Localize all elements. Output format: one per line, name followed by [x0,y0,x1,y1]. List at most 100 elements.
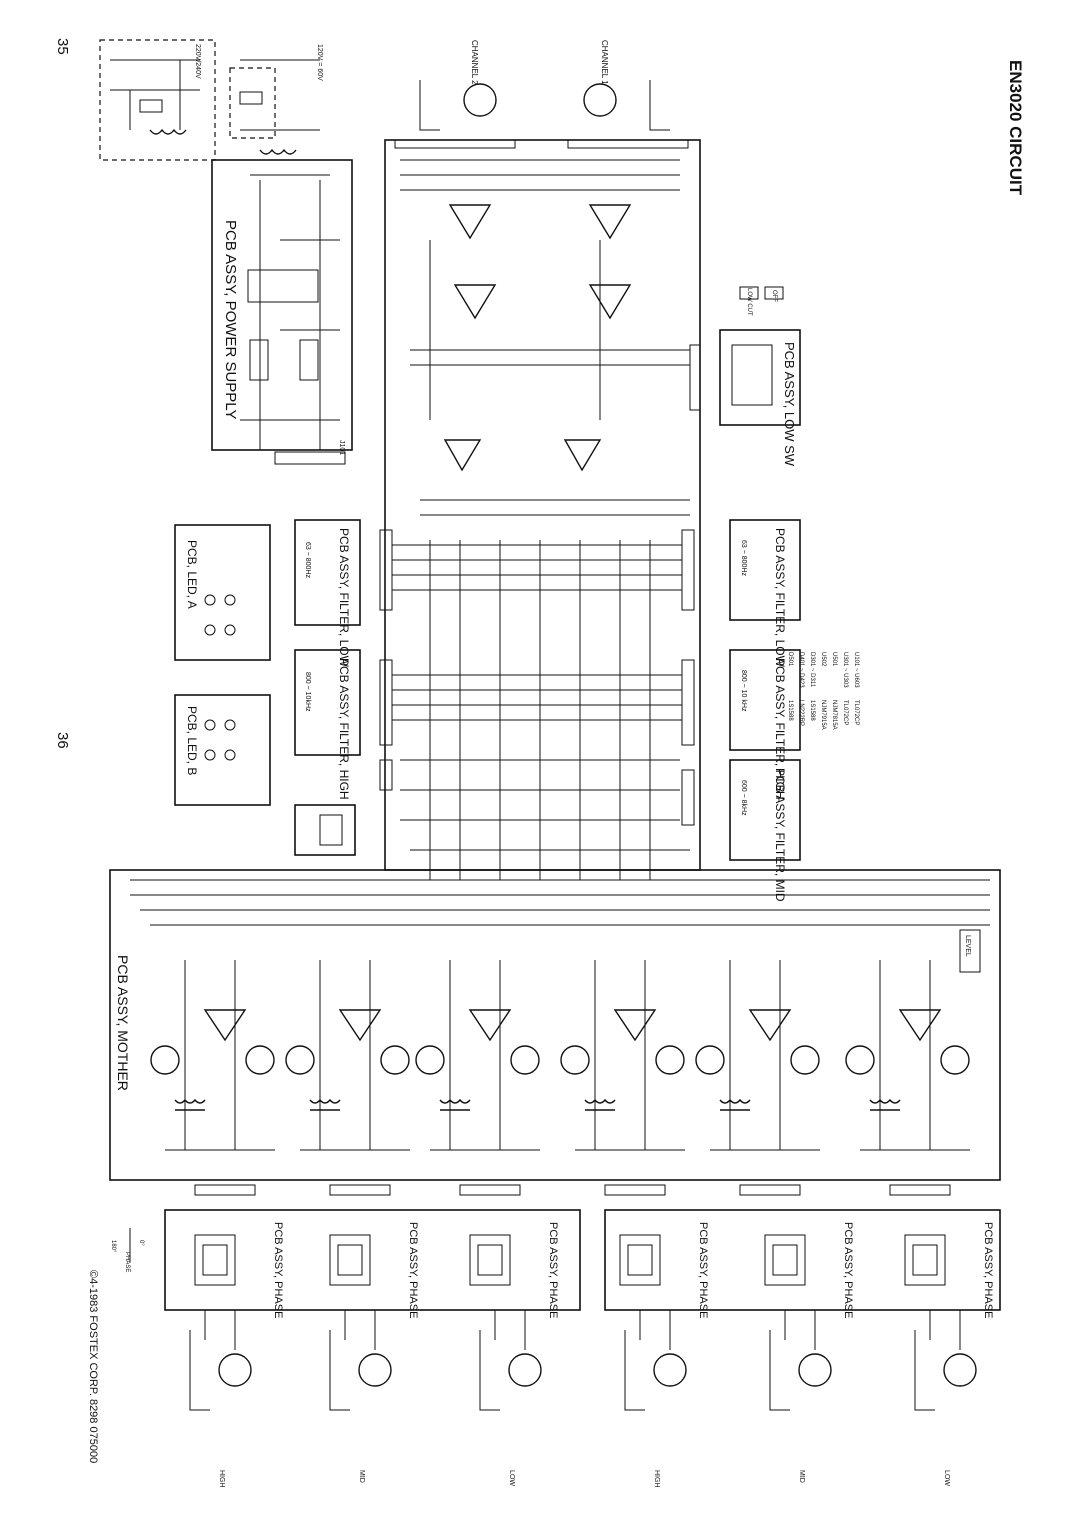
legend-part: TL072CP [842,700,848,725]
phase-label: PCB ASSY, PHASE [547,1222,559,1318]
right-filter-low: PCB ASSY, FILTER, LOW 63 ~ 800Hz [729,519,801,668]
low-sw-label: PCB ASSY, LOW SW [782,342,797,467]
phase-legend-0: 0° [138,1240,144,1246]
led-a-block: PCB, LED, A [174,524,271,661]
level-label: LEVEL [964,935,971,957]
phase-switch-body [337,1244,363,1276]
connector [194,1184,256,1196]
legend-ref: D301 ~ D311 [809,652,815,688]
phase-cells: PCB ASSY, PHASE PCB ASSY, PHASE PCB ASSY, … [194,1222,994,1318]
opamp [748,1009,792,1042]
small-block [294,804,356,856]
phase-label: PCB ASSY, PHASE [842,1222,854,1318]
xlr-jack [218,1353,252,1387]
right-filter-mid-range: 600 ~ 8kHz [740,780,747,816]
output-label: LOW [943,1470,950,1486]
cell-wiring [860,960,970,1151]
low-sw-block: PCB ASSY, LOW SW OFF LOW CUT [719,286,801,467]
connector [604,1184,666,1196]
transistor [940,1045,970,1075]
mother-cells [150,960,970,1196]
phase-switch-body [202,1244,228,1276]
phase-label: PCB ASSY, PHASE [982,1222,994,1318]
transformer [309,1098,341,1111]
power-note-220v: 220V/240V [194,44,201,79]
switching-matrix [379,529,695,880]
transistor [510,1045,540,1075]
mother-label: PCB ASSY, MOTHER [115,955,131,1091]
transistor [245,1045,275,1075]
page-number-left: 35 [54,38,71,55]
cell-wiring [430,960,540,1151]
phase-legend-text: PHASE [124,1252,130,1272]
legend-ref: U501 [831,652,837,667]
connector [889,1184,951,1196]
legend-ref: U101 ~ U603 [853,652,859,688]
phase-group-ch2 [164,1209,581,1311]
transistor [150,1045,180,1075]
output-wiring [914,1310,961,1411]
xlr-jack [508,1353,542,1387]
opamp [203,1009,247,1042]
phase-switch-body [912,1244,938,1276]
phase-label: PCB ASSY, PHASE [407,1222,419,1318]
legend-part: 1S1588 [809,700,815,721]
page-number-right: 36 [54,732,71,749]
xlr-jack [798,1353,832,1387]
phase-switch-body [772,1244,798,1276]
xlr-jack [943,1353,977,1387]
legend-ref: D401 ~ D423 [798,652,804,688]
opamp [338,1009,382,1042]
transistor [560,1045,590,1075]
mother-block: PCB ASSY, MOTHER LEVEL [109,869,1001,1181]
phase-legend: 0° PHASE 180° [110,1228,144,1272]
input-channel-1: CHANNEL 1 [600,40,609,85]
legend-ref: U502 [820,652,826,667]
left-filter-low: PCB ASSY, FILTER, LOW 63 ~ 800Hz [294,519,361,668]
mains-input: 120V = 60V 220V/240V [99,39,330,176]
transformer [439,1098,471,1111]
phase-label: PCB ASSY, PHASE [272,1222,284,1318]
right-filter-high-label: PCB ASSY, FILTER, HIGH [773,658,787,800]
power-supply-block: PCB ASSY, POWER SUPPLY J101 [211,159,353,465]
conn-j101: J101 [338,440,345,455]
legend-part: TL072CP [853,700,859,725]
input-stage: CHANNEL 2 CHANNEL 1 [384,40,701,871]
output-wiring [624,1310,671,1411]
led-a-label: PCB, LED, A [185,540,199,609]
cell-wiring [575,960,685,1151]
opamp [613,1009,657,1042]
transistor [415,1045,445,1075]
transistor [285,1045,315,1075]
power-supply-label: PCB ASSY, POWER SUPPLY [222,220,239,420]
right-filter-low-label: PCB ASSY, FILTER, LOW [773,528,787,668]
legend-ref: U301 ~ U303 [842,652,848,688]
phase-switch-body [477,1244,503,1276]
transistor [380,1045,410,1075]
led-b-block: PCB, LED, B [174,694,271,806]
output-label: MID [358,1470,365,1483]
phase-switch [764,1234,806,1286]
connector [739,1184,801,1196]
cell-wiring [300,960,410,1151]
transistor [655,1045,685,1075]
transistor [845,1045,875,1075]
right-filter-high: PCB ASSY, FILTER, HIGH 800 ~ 10 kHz [729,649,801,800]
phase-label: PCB ASSY, PHASE [697,1222,709,1318]
transistor [790,1045,820,1075]
switch-off-label: OFF [771,290,777,302]
output-label: HIGH [218,1470,225,1488]
phase-switch [329,1234,371,1286]
connector [329,1184,391,1196]
transformer [719,1098,751,1111]
transistor [695,1045,725,1075]
cell-wiring [165,960,275,1151]
phase-switch-body [627,1244,653,1276]
xlr-jack [358,1353,392,1387]
connector [459,1184,521,1196]
left-filter-high-range: 800 ~ 10kHz [304,672,311,712]
